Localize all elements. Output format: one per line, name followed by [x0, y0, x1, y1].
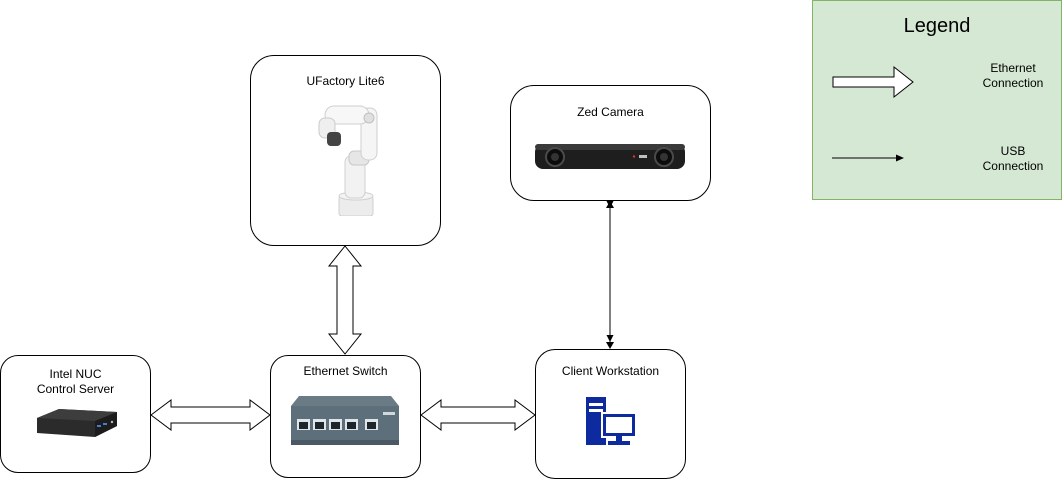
ethernet-link-robot-switch	[327, 245, 363, 355]
workstation-node: Client Workstation	[535, 349, 686, 479]
robot-label: UFactory Lite6	[306, 74, 385, 88]
ethernet-link-nuc-switch	[150, 399, 271, 431]
switch-node: Ethernet Switch	[270, 355, 421, 478]
network-switch-icon	[291, 396, 399, 445]
mini-pc-icon	[37, 409, 117, 437]
camera-node: Zed Camera	[510, 85, 711, 201]
nuc-node: Intel NUC Control Server	[0, 355, 151, 473]
legend-panel: Legend Ethernet Connection USB Connectio…	[812, 0, 1062, 200]
nuc-label: Intel NUC Control Server	[36, 367, 115, 396]
ethernet-link-switch-workstation	[420, 399, 536, 431]
stereo-camera-icon	[535, 144, 685, 169]
usb-legend-arrow-icon	[832, 154, 904, 162]
ethernet-legend-arrow-icon	[832, 65, 914, 99]
legend-title: Legend	[903, 15, 971, 37]
workstation-label: Client Workstation	[561, 364, 660, 378]
workstation-icon	[586, 397, 637, 445]
legend-usb-label: USB Connection	[982, 144, 1044, 173]
robot-node: UFactory Lite6	[250, 55, 441, 246]
legend-ethernet-label: Ethernet Connection	[982, 61, 1044, 90]
robot-arm-icon	[318, 105, 378, 216]
camera-label: Zed Camera	[577, 105, 644, 119]
switch-label: Ethernet Switch	[303, 364, 388, 378]
